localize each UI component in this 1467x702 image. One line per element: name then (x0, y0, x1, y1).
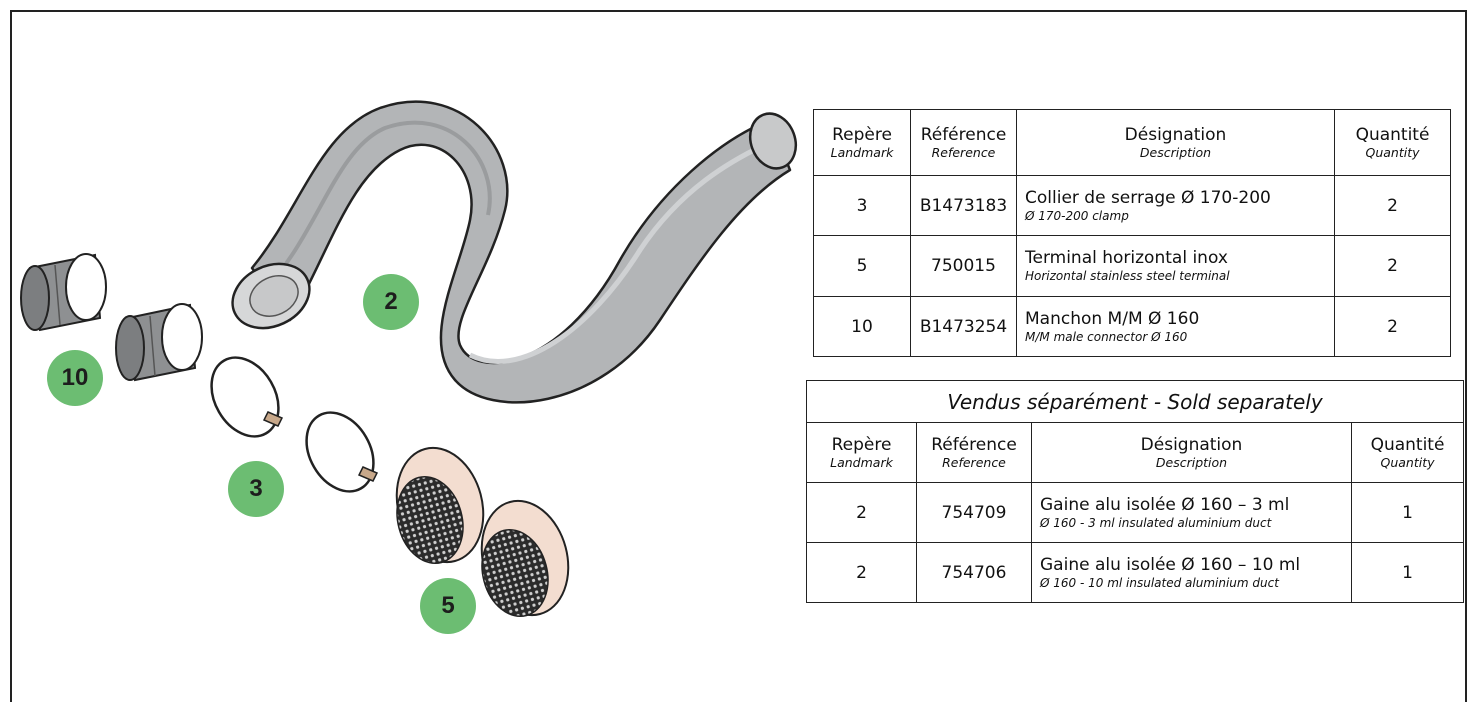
table-header-row: Repère Landmark Référence Reference Dési… (813, 109, 1451, 176)
cell-landmark: 2 (806, 542, 917, 603)
cell-reference: B1473183 (910, 175, 1017, 236)
cell-landmark: 2 (806, 482, 917, 543)
table-row: 3 B1473183 Collier de serrage Ø 170-200 … (813, 175, 1451, 236)
flexible-duct-image (231, 100, 798, 404)
connector-image (20, 253, 203, 382)
badge-3: 3 (228, 461, 284, 517)
cell-designation: Terminal horizontal inox Horizontal stai… (1016, 235, 1335, 297)
header-reference: Référence Reference (910, 109, 1017, 176)
cell-designation: Manchon M/M Ø 160 M/M male connector Ø 1… (1016, 296, 1335, 357)
cell-quantity: 1 (1351, 542, 1464, 603)
cell-designation: Collier de serrage Ø 170-200 Ø 170-200 c… (1016, 175, 1335, 236)
separate-parts-table: Vendus séparément - Sold separately Repè… (806, 380, 1464, 603)
badge-10: 10 (47, 350, 103, 406)
table-row: 5 750015 Terminal horizontal inox Horizo… (813, 235, 1451, 297)
table-row: 2 754706 Gaine alu isolée Ø 160 – 10 ml … (806, 542, 1464, 603)
cell-landmark: 10 (813, 296, 911, 357)
badge-2: 2 (363, 274, 419, 330)
header-quantity: Quantité Quantity (1351, 422, 1464, 483)
cell-reference: B1473254 (910, 296, 1017, 357)
cell-quantity: 2 (1334, 296, 1451, 357)
cell-reference: 754709 (916, 482, 1032, 543)
parts-illustration (20, 100, 798, 618)
header-reference: Référence Reference (916, 422, 1032, 483)
cell-quantity: 1 (1351, 482, 1464, 543)
cell-landmark: 3 (813, 175, 911, 236)
cell-reference: 754706 (916, 542, 1032, 603)
cell-designation: Gaine alu isolée Ø 160 – 10 ml Ø 160 - 1… (1031, 542, 1352, 603)
header-quantity: Quantité Quantity (1334, 109, 1451, 176)
cell-reference: 750015 (910, 235, 1017, 297)
badge-5: 5 (420, 578, 476, 634)
clamp-image (210, 356, 379, 493)
cell-designation: Gaine alu isolée Ø 160 – 3 ml Ø 160 - 3 … (1031, 482, 1352, 543)
caption-row: Vendus séparément - Sold separately (806, 380, 1464, 423)
cell-quantity: 2 (1334, 235, 1451, 297)
sold-separately-caption: Vendus séparément - Sold separately (806, 380, 1464, 423)
table-header-row: Repère Landmark Référence Reference Dési… (806, 422, 1464, 483)
table-row: 10 B1473254 Manchon M/M Ø 160 M/M male c… (813, 296, 1451, 357)
header-designation: Désignation Description (1031, 422, 1352, 483)
cell-landmark: 5 (813, 235, 911, 297)
page-frame (10, 10, 1467, 702)
header-landmark: Repère Landmark (806, 422, 917, 483)
table-row: 2 754709 Gaine alu isolée Ø 160 – 3 ml Ø… (806, 482, 1464, 543)
cell-quantity: 2 (1334, 175, 1451, 236)
header-designation: Désignation Description (1016, 109, 1335, 176)
header-landmark: Repère Landmark (813, 109, 911, 176)
terminal-image (395, 446, 570, 618)
included-parts-table: Repère Landmark Référence Reference Dési… (813, 109, 1451, 357)
